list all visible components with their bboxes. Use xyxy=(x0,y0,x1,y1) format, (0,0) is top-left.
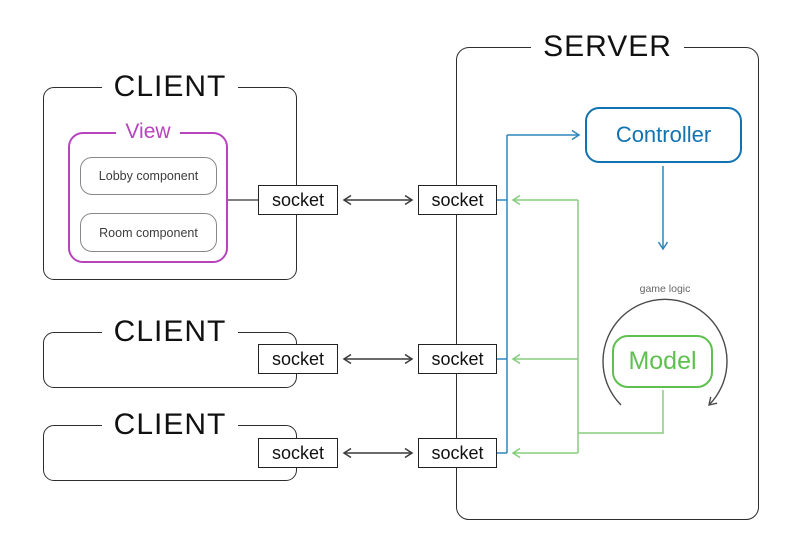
client-3-socket: socket xyxy=(258,438,338,468)
controller-box: Controller xyxy=(585,107,742,163)
green-model-to-sockets-bus xyxy=(511,194,664,459)
client-3-socket-label: socket xyxy=(271,442,325,463)
client-1-socket-label: socket xyxy=(271,189,325,210)
server-socket-2-label: socket xyxy=(431,348,484,369)
controller-label: Controller xyxy=(615,122,712,147)
server-socket-1: socket xyxy=(418,185,497,215)
lobby-component-label: Lobby component xyxy=(98,169,199,183)
blue-socket-to-controller-bus xyxy=(497,129,669,454)
game-logic-label: game logic xyxy=(639,283,691,295)
client-2-socket: socket xyxy=(258,344,338,374)
model-label: Model xyxy=(628,347,697,375)
lobby-component-box: Lobby component xyxy=(80,157,217,195)
client-2-socket-label: socket xyxy=(271,348,325,369)
room-component-box: Room component xyxy=(80,213,217,252)
game-logic-label-wrap: game logic xyxy=(605,283,725,295)
room-component-label: Room component xyxy=(99,225,198,240)
model-box: Model xyxy=(612,335,713,388)
server-socket-3: socket xyxy=(418,438,497,468)
model-output-line xyxy=(578,390,664,434)
client-1-socket: socket xyxy=(258,185,338,215)
server-socket-1-label: socket xyxy=(431,189,484,210)
server-socket-3-label: socket xyxy=(431,442,484,463)
game-logic-cycle-arrow xyxy=(602,298,728,406)
server-socket-2: socket xyxy=(418,344,497,374)
